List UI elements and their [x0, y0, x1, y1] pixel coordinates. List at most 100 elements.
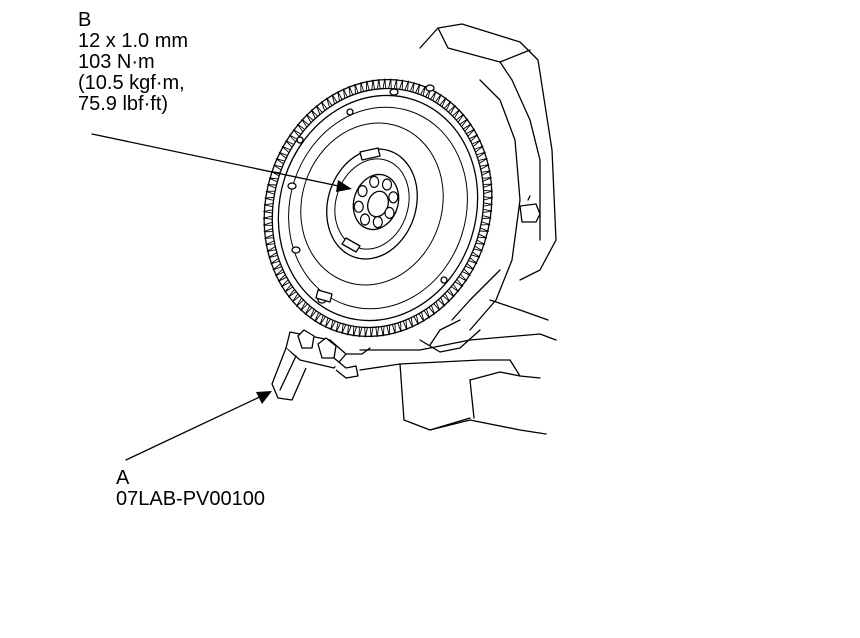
gear-tooth [408, 317, 414, 328]
flywheel-holder-tool [271, 329, 371, 401]
flywheel-bolt [369, 175, 380, 188]
gear-tooth [330, 320, 336, 331]
gear-tooth [418, 311, 425, 322]
gear-tooth [479, 227, 489, 232]
gear-tooth [454, 278, 464, 287]
gear-tooth [462, 123, 472, 132]
gear-tooth [465, 263, 475, 270]
gear-tooth [270, 257, 280, 265]
gear-tooth [315, 105, 323, 115]
gear-tooth [278, 152, 288, 159]
gear-tooth [483, 202, 493, 207]
gear-tooth [263, 221, 273, 226]
gear-tooth [414, 83, 421, 94]
gear-tooth [433, 301, 441, 311]
gear-tooth [275, 158, 285, 165]
gear-tooth [397, 321, 402, 333]
gear-tooth [285, 140, 294, 148]
gear-tooth [377, 78, 381, 90]
gear-tooth [371, 79, 376, 90]
gear-tooth [438, 297, 446, 307]
callout-b-torque-kgf: (10.5 kgf·m, [78, 72, 185, 94]
gear-tooth [263, 203, 274, 208]
flywheel-bolt [372, 216, 383, 229]
gear-tooth [452, 109, 461, 119]
gear-tooth [483, 196, 493, 201]
gear-tooth [482, 208, 493, 213]
callout-a-tool-number: 07LAB-PV00100 [116, 488, 266, 510]
gear-tooth [335, 322, 342, 333]
gear-tooth [399, 79, 404, 90]
flywheel-bolt [388, 191, 399, 204]
gear-tooth [469, 134, 479, 142]
gear-tooth [360, 82, 365, 93]
flywheel-hub [326, 147, 418, 260]
gear-tooth [300, 301, 308, 312]
gear-tooth [324, 317, 331, 328]
gear-tooth [277, 274, 287, 282]
gear-tooth [388, 78, 392, 89]
gear-tooth [342, 88, 348, 99]
gear-tooth [439, 97, 447, 107]
gear-tooth [413, 314, 419, 325]
gear-tooth [482, 215, 492, 220]
gear-tooth [310, 109, 318, 119]
callout-a-letter: A [116, 467, 130, 489]
gear-tooth [291, 293, 301, 303]
gear-tooth [455, 113, 465, 123]
flywheel-bolt [384, 206, 395, 219]
gear-tooth [304, 305, 313, 316]
gear-tooth [326, 97, 333, 108]
gear-tooth [468, 257, 478, 264]
gear-tooth [369, 327, 374, 338]
gear-tooth [301, 118, 310, 128]
gear-tooth [479, 164, 490, 170]
gear-tooth [480, 221, 491, 226]
gear-tooth [428, 305, 436, 315]
gear-tooth [341, 323, 347, 335]
gear-tooth [442, 293, 451, 303]
gear-tooth [280, 279, 290, 288]
gear-tooth [482, 177, 492, 182]
gear-tooth [337, 91, 343, 102]
gear-tooth [450, 283, 460, 293]
gear-tooth [331, 94, 338, 105]
gear-tooth [296, 123, 306, 133]
gear-tooth [476, 151, 486, 159]
callout-b-letter: B [78, 9, 92, 31]
gear-tooth [481, 170, 491, 176]
gear-tooth [292, 129, 302, 138]
leader-line-b [91, 133, 352, 192]
gear-tooth [473, 245, 483, 252]
gear-tooth [309, 309, 317, 319]
gear-tooth [420, 85, 426, 96]
gear-tooth [295, 297, 304, 307]
gear-tooth [443, 100, 452, 111]
gear-tooth [266, 246, 277, 252]
gear-tooth [448, 104, 456, 115]
gear-tooth [458, 273, 468, 282]
callout-b-bolt-size: 12 x 1.0 mm [78, 30, 189, 52]
flywheel-bolt [357, 185, 368, 198]
gear-tooth [423, 308, 430, 319]
gear-tooth [267, 184, 277, 189]
gear-tooth [404, 80, 409, 91]
gear-tooth [365, 80, 370, 91]
callout-b-torque-lbf: 75.9 lbf·ft) [78, 93, 169, 115]
gear-tooth [273, 164, 283, 171]
gear-tooth [462, 268, 471, 276]
flywheel-bolt [359, 213, 371, 226]
gear-tooth [380, 326, 385, 337]
flywheel-bolts [353, 175, 399, 229]
gear-tooth [263, 228, 273, 233]
gear-tooth [265, 240, 275, 246]
gear-tooth [375, 326, 379, 338]
gear-tooth [268, 252, 278, 259]
gear-tooth [474, 145, 484, 153]
gear-tooth [459, 118, 469, 127]
gear-tooth [320, 101, 328, 111]
gear-tooth [352, 326, 357, 337]
